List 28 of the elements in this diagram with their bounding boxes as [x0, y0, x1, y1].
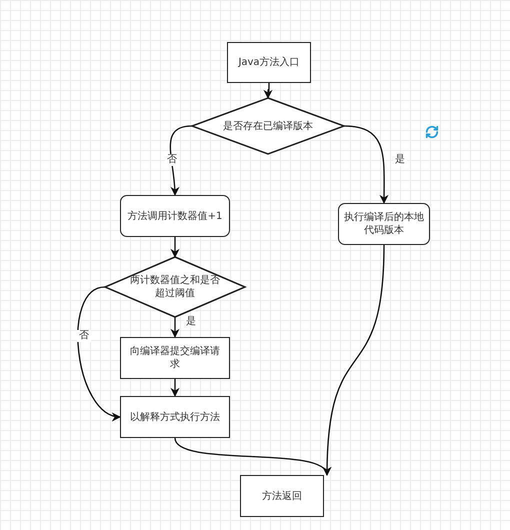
arrow [170, 379, 180, 397]
node-text: 是否存在已编译版本 [222, 120, 314, 132]
arrow [322, 244, 385, 476]
process-box [120, 396, 230, 438]
process-box [227, 42, 311, 83]
arrow [170, 317, 180, 338]
node-text: 以解释方式执行方法 [129, 410, 221, 424]
arrow [264, 83, 273, 99]
node-text: 方法调用计数器值+1 [126, 210, 224, 222]
edge-label: 是 [184, 316, 198, 328]
node-text: Java方法入口 [237, 56, 301, 69]
node-text: 向编译器提交编译请求 [129, 345, 221, 371]
edge-label: 否 [165, 154, 179, 166]
node-text: 执行编译后的本地代码版本 [343, 211, 425, 237]
node-text: 方法返回 [261, 490, 303, 502]
arrow [170, 237, 180, 258]
decision-diamond [190, 97, 346, 155]
decision-diamond [103, 256, 247, 318]
rounded-process-box [338, 203, 430, 245]
arrow [77, 286, 121, 420]
process-box [120, 337, 230, 379]
process-box [240, 475, 324, 517]
arrow [170, 125, 192, 196]
edge-label: 是 [393, 154, 407, 166]
node-text: 两计数器值之和是否超过阈值 [129, 274, 221, 300]
rounded-process-box [120, 195, 230, 237]
edge-label: 否 [77, 330, 91, 342]
arrow [344, 125, 389, 204]
